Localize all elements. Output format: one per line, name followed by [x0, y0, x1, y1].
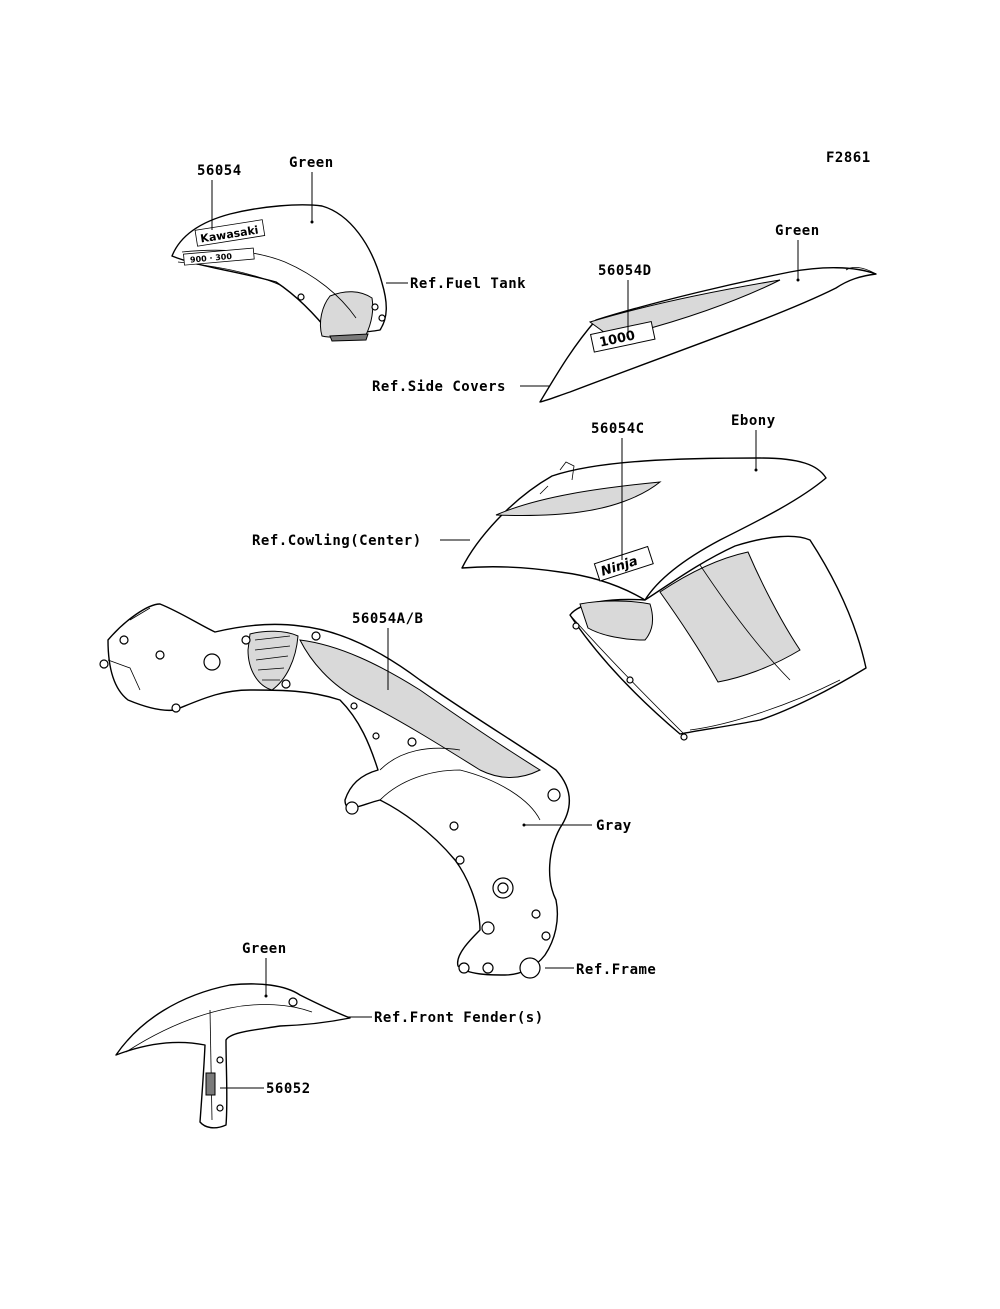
frame	[99, 603, 570, 979]
svg-text:1000: 1000	[598, 328, 637, 350]
fuel-tank-bolt	[297, 293, 386, 322]
tank-color-label: Green	[289, 155, 334, 171]
fender-bolt	[216, 997, 298, 1112]
ref-side-covers: Ref.Side Covers	[372, 379, 506, 395]
cowl-part-number: 56054C	[591, 421, 645, 437]
side-part-number: 56054D	[598, 263, 652, 279]
figure-code: F2861	[826, 150, 871, 166]
frame-part-number: 56054A/B	[352, 611, 423, 627]
frame-color-label: Gray	[596, 818, 632, 834]
cowl-bolt	[572, 622, 688, 741]
fender-part-number: 56052	[266, 1081, 311, 1097]
front-fender	[115, 983, 351, 1129]
tank-sub-decal: 900 · 300	[183, 247, 255, 266]
ref-frame: Ref.Frame	[576, 962, 656, 978]
side-cover: 1000	[539, 266, 877, 403]
fuel-tank-cover: Kawasaki 900 · 300	[171, 204, 387, 342]
center-cowling: Ninja	[461, 457, 867, 741]
ref-front-fender: Ref.Front Fender(s)	[374, 1010, 544, 1026]
side-color-label: Green	[775, 223, 820, 239]
ref-cowling: Ref.Cowling(Center)	[252, 533, 422, 549]
frame-bolt	[99, 631, 561, 979]
fender-color-label: Green	[242, 941, 287, 957]
cowl-color-label: Ebony	[731, 413, 776, 429]
svg-text:900 · 300: 900 · 300	[190, 252, 233, 265]
side-cover-decal: 1000	[589, 320, 656, 353]
tank-part-number: 56054	[197, 163, 242, 179]
ref-fuel-tank: Ref.Fuel Tank	[410, 276, 526, 292]
